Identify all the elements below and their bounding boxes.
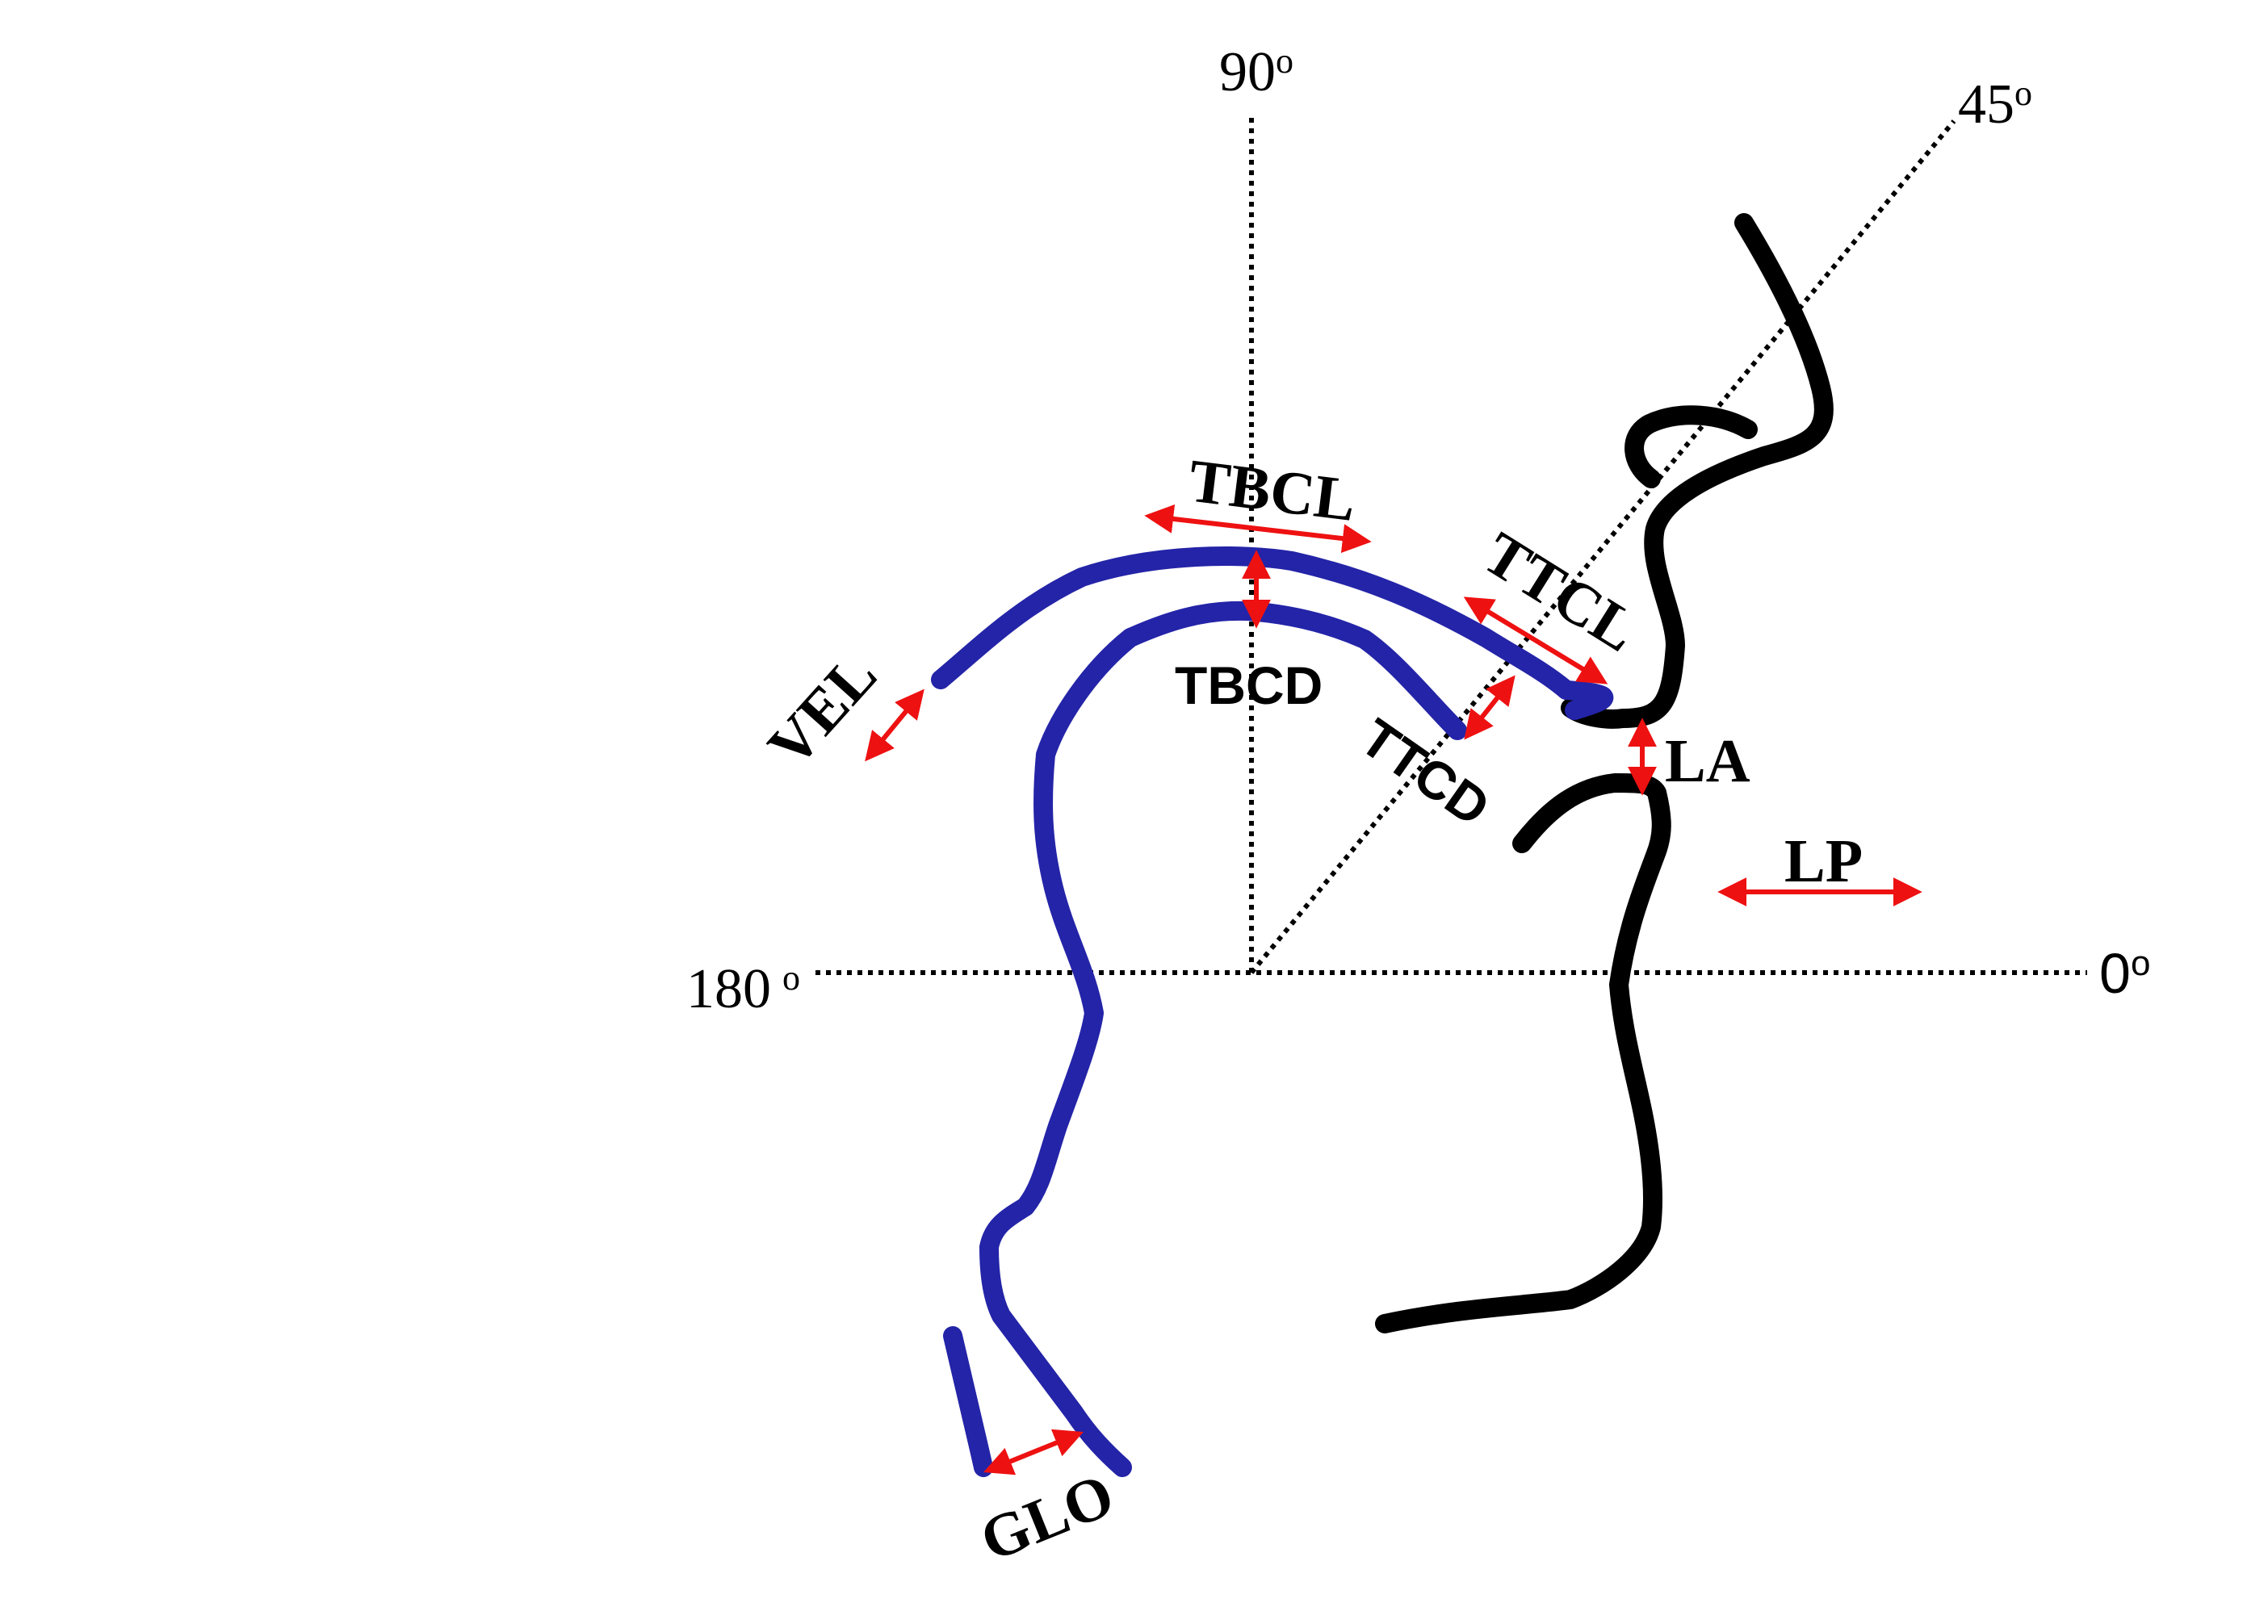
upper-lip-curl [1624, 405, 1758, 488]
la-label: LA [1665, 727, 1750, 795]
measurement-arrows [865, 504, 1922, 1475]
glo-arrow [983, 1429, 1084, 1475]
angle-90-label: 90o [1219, 41, 1293, 103]
reference-axes [815, 113, 2087, 975]
vel-arrow [865, 689, 924, 762]
lower-lip-jaw-outline [1375, 773, 1671, 1333]
glo-label: GLO [971, 1461, 1123, 1575]
angle-0-label: 0o [2099, 942, 2150, 1005]
tbcd-label: TBCD [1175, 655, 1323, 715]
ttcl-arrow [1463, 596, 1608, 684]
glottis-wall [943, 1326, 993, 1477]
tongue-lower-contour [1557, 680, 1614, 720]
angle-45-label: 45o [1958, 73, 2032, 136]
ttcd-arrow [1464, 675, 1515, 740]
ttcd-label: TTCD [1350, 707, 1501, 838]
upper-lip-palate-outline [1561, 213, 1834, 729]
lp-label: LP [1784, 827, 1863, 895]
tbcl-arrow [1144, 504, 1372, 553]
vel-label: VEL [755, 641, 890, 780]
